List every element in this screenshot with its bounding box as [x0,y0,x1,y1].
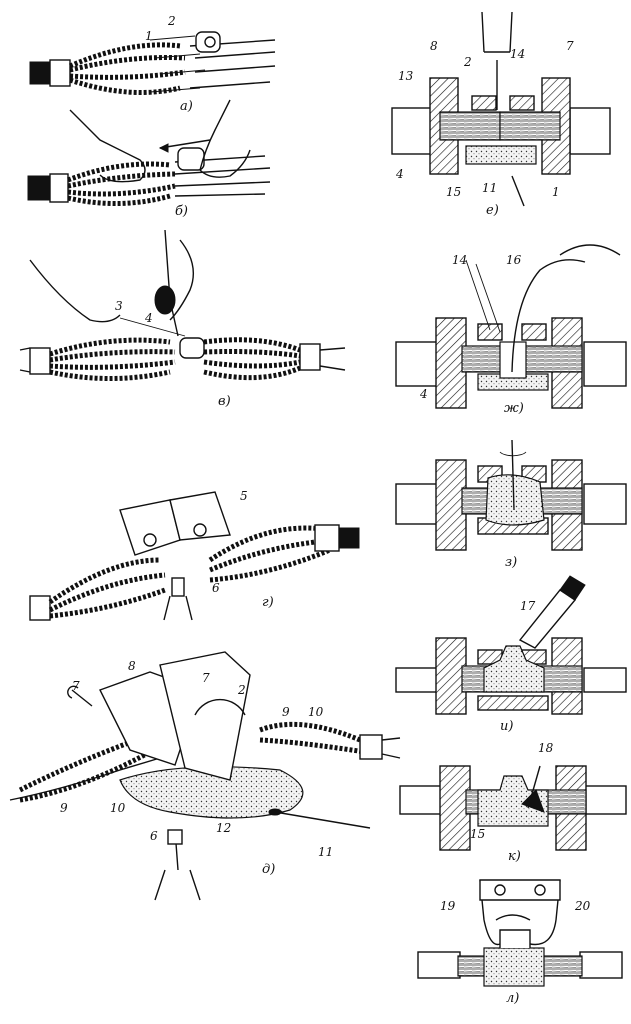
label-8: 8 [430,39,438,53]
caption-z: з) [505,555,517,570]
label-5: 5 [240,489,248,503]
label-18: 18 [538,741,554,755]
caption-zh: ж) [504,401,524,416]
caption-e: е) [486,203,499,218]
cross-section-e [391,11,611,207]
label-14: 14 [452,253,467,267]
label-15: 15 [470,827,485,841]
panel-g: 5 6 г) [29,489,360,621]
label-4: 4 [144,311,153,325]
cable-illustration [29,31,276,95]
caption-a: а) [180,99,193,114]
mould-assembly-illustration [9,651,401,901]
caption-g: г) [262,595,274,610]
caption-k: к) [508,849,521,864]
panel-zh: 14 16 4 ж) [395,244,627,416]
label-13: 13 [398,69,414,83]
caption-b: б) [175,204,188,219]
label-4: 4 [419,387,428,401]
panel-e: 8 2 14 7 13 4 15 11 1 е) [391,11,611,218]
label-14: 14 [510,47,525,61]
caption-l: л) [506,991,519,1006]
label-11: 11 [482,181,497,195]
label-6: 6 [150,829,158,843]
panel-i: 17 и) [395,575,627,734]
caption-v: в) [218,394,231,409]
label-3: 3 [115,299,123,313]
label-10-left: 10 [110,801,126,815]
cross-section-z [395,439,627,551]
panel-v: 3 4 в) [19,229,346,409]
label-8: 8 [128,659,136,673]
label-12: 12 [216,821,231,835]
label-2: 2 [463,55,472,69]
cross-section-zh [395,244,627,409]
panel-d: 8 7 2 7 9 10 9 10 12 6 11 д) [9,651,401,901]
caption-i: и) [500,719,513,734]
label-11: 11 [318,845,333,859]
label-19: 19 [440,899,456,913]
label-1: 1 [552,185,560,199]
label-2: 2 [167,14,176,28]
label-15: 15 [446,185,461,199]
panel-l: 19 20 л) [417,879,623,1006]
label-10-right: 10 [308,705,324,719]
label-6: 6 [212,581,220,595]
label-9-right: 9 [282,705,290,719]
finished-joint-illustration [417,879,623,987]
panel-k: 18 15 к) [399,741,627,864]
panel-b: б) [27,99,271,219]
clamping-illustration [29,491,360,621]
hands-joining-illustration [27,99,271,207]
label-7-right: 7 [202,671,210,685]
label-4: 4 [395,167,404,181]
fluxing-illustration [19,229,346,381]
label-16: 16 [506,253,522,267]
panel-z: з) [395,439,627,570]
panel-a: 1 2 а) [29,14,276,114]
label-9-left: 9 [60,801,68,815]
label-7-left: 7 [72,679,80,693]
label-17: 17 [520,599,536,613]
label-7: 7 [566,39,574,53]
cross-section-i [395,575,627,715]
label-1: 1 [145,29,153,43]
label-20: 20 [574,899,591,913]
caption-d: д) [262,862,275,877]
label-2: 2 [237,683,246,697]
cross-section-k [399,765,627,851]
